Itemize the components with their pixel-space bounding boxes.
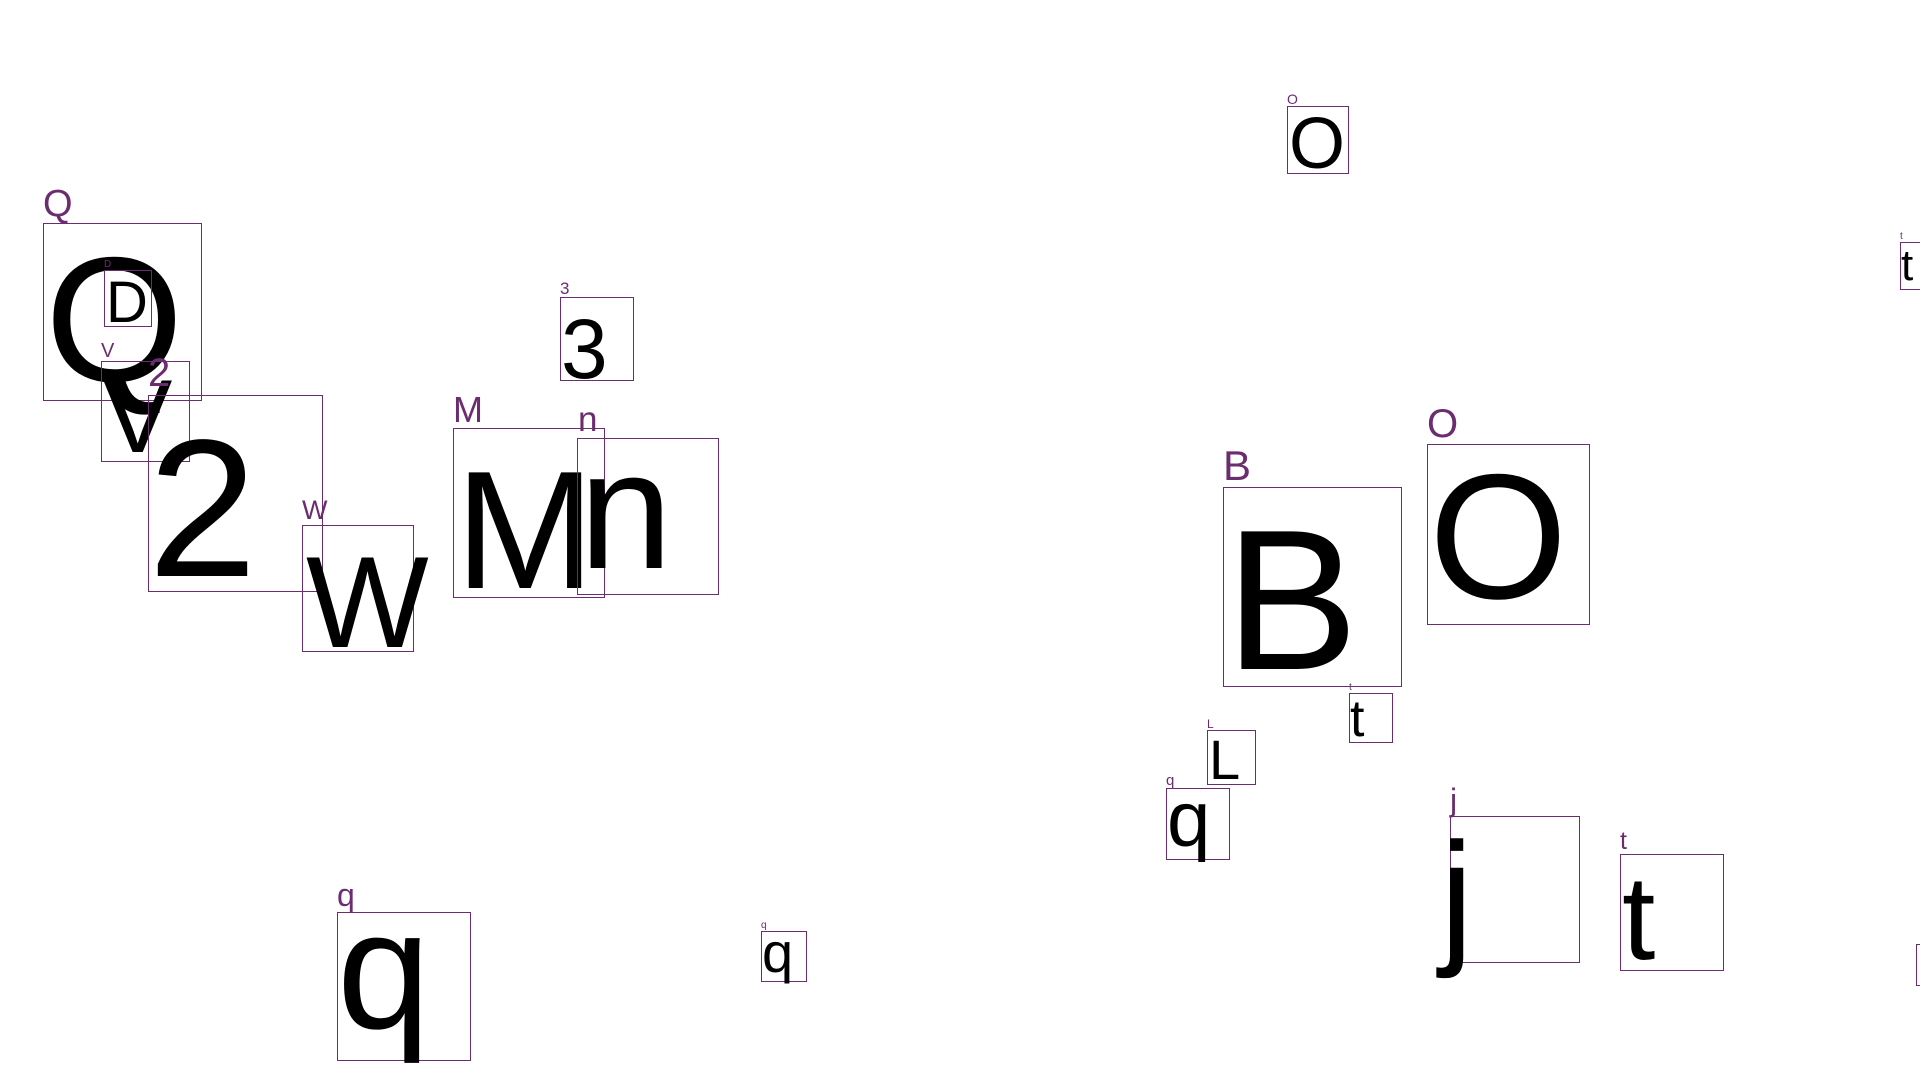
annotation-box-n: n n <box>577 402 719 595</box>
box-tag-label: O <box>1287 91 1298 107</box>
glyph-character: W <box>306 529 429 675</box>
glyph-character: 2 <box>148 399 258 618</box>
bounding-box <box>1916 944 1920 986</box>
bounding-box <box>1620 854 1724 971</box>
box-tag-label: t <box>1349 682 1352 693</box>
annotation-box-3: 3 3 <box>560 280 634 391</box>
bounding-box <box>1207 730 1256 785</box>
bounding-box <box>1223 487 1402 687</box>
annotation-box-q-small: q q <box>761 921 807 982</box>
bounding-box <box>1287 106 1349 174</box>
glyph-character: Q <box>45 220 184 419</box>
glyph-character: t <box>1622 851 1656 985</box>
glyph-character: D <box>106 270 148 335</box>
box-tag-label: V <box>101 340 115 362</box>
bounding-box <box>104 270 152 327</box>
glyph-character: q <box>337 876 431 1064</box>
annotation-box-w: W W <box>302 497 429 667</box>
bounding-box <box>337 912 471 1061</box>
bounding-box <box>1450 816 1580 963</box>
box-tag-label: q <box>1166 772 1175 789</box>
glyph-character: t <box>1901 241 1914 290</box>
box-tag-label: M <box>453 389 483 430</box>
box-tag-label: Q <box>43 183 73 225</box>
box-tag-label: O <box>1427 402 1459 446</box>
annotation-box-t-large: t t <box>1620 829 1724 978</box>
glyph-character: O <box>1289 104 1346 184</box>
bounding-box <box>560 297 634 381</box>
glyph-character: t <box>1350 690 1365 748</box>
box-tag-label: 3 <box>560 279 570 298</box>
bounding-box <box>761 931 807 982</box>
bounding-box <box>43 223 202 401</box>
glyph-character: M <box>455 436 595 624</box>
box-tag-label: q <box>761 920 767 931</box>
box-tag-label: D <box>104 259 112 270</box>
bounding-box <box>1349 693 1393 743</box>
annotation-box-q-large: Q Q <box>43 185 202 409</box>
box-tag-label: t <box>1620 827 1627 855</box>
glyph-character: O <box>1429 437 1568 636</box>
annotation-box-edge-partial <box>1916 944 1920 986</box>
glyph-character: q <box>762 921 794 984</box>
box-tag-label: n <box>578 400 598 439</box>
bounding-box <box>1900 242 1920 290</box>
box-tag-label: 2 <box>148 351 171 395</box>
bounding-box <box>148 395 323 592</box>
glyph-character: 3 <box>561 302 608 396</box>
annotation-box-q-lower: q q <box>337 879 471 1061</box>
box-tag-label: B <box>1223 442 1252 489</box>
annotation-box-b: B B <box>1223 445 1402 701</box>
annotation-box-m: M M <box>453 392 605 614</box>
glyph-character: L <box>1209 728 1241 791</box>
glyph-character: q <box>1167 775 1211 863</box>
bounding-box <box>1166 788 1230 860</box>
glyph-character: B <box>1225 489 1359 712</box>
box-tag-label: L <box>1207 717 1214 731</box>
bounding-box <box>577 438 719 595</box>
annotation-box-t-small: t t <box>1349 683 1393 748</box>
box-tag-label: t <box>1900 231 1903 242</box>
box-tag-label: j <box>1450 782 1458 818</box>
annotation-box-o-top: O O <box>1287 92 1349 180</box>
box-tag-label: q <box>337 877 355 913</box>
glyph-character: V <box>103 359 173 475</box>
box-tag-label: W <box>302 495 328 525</box>
annotation-box-l: L L <box>1207 718 1256 791</box>
annotation-box-o-large: O O <box>1427 404 1590 636</box>
annotation-box-d: D D <box>104 260 152 332</box>
annotation-box-t-edge: t t <box>1900 232 1920 290</box>
annotation-box-j: j j <box>1440 784 1580 970</box>
bounding-box <box>453 428 605 598</box>
glyph-character: n <box>579 416 673 604</box>
annotation-box-v: V V <box>101 341 190 469</box>
bounding-box <box>302 525 414 652</box>
annotation-box-q-right: q q <box>1166 773 1230 860</box>
bounding-box <box>1427 444 1590 625</box>
annotation-box-2: 2 2 <box>148 353 323 607</box>
glyph-character: j <box>1440 811 1474 979</box>
bounding-box <box>101 361 190 462</box>
